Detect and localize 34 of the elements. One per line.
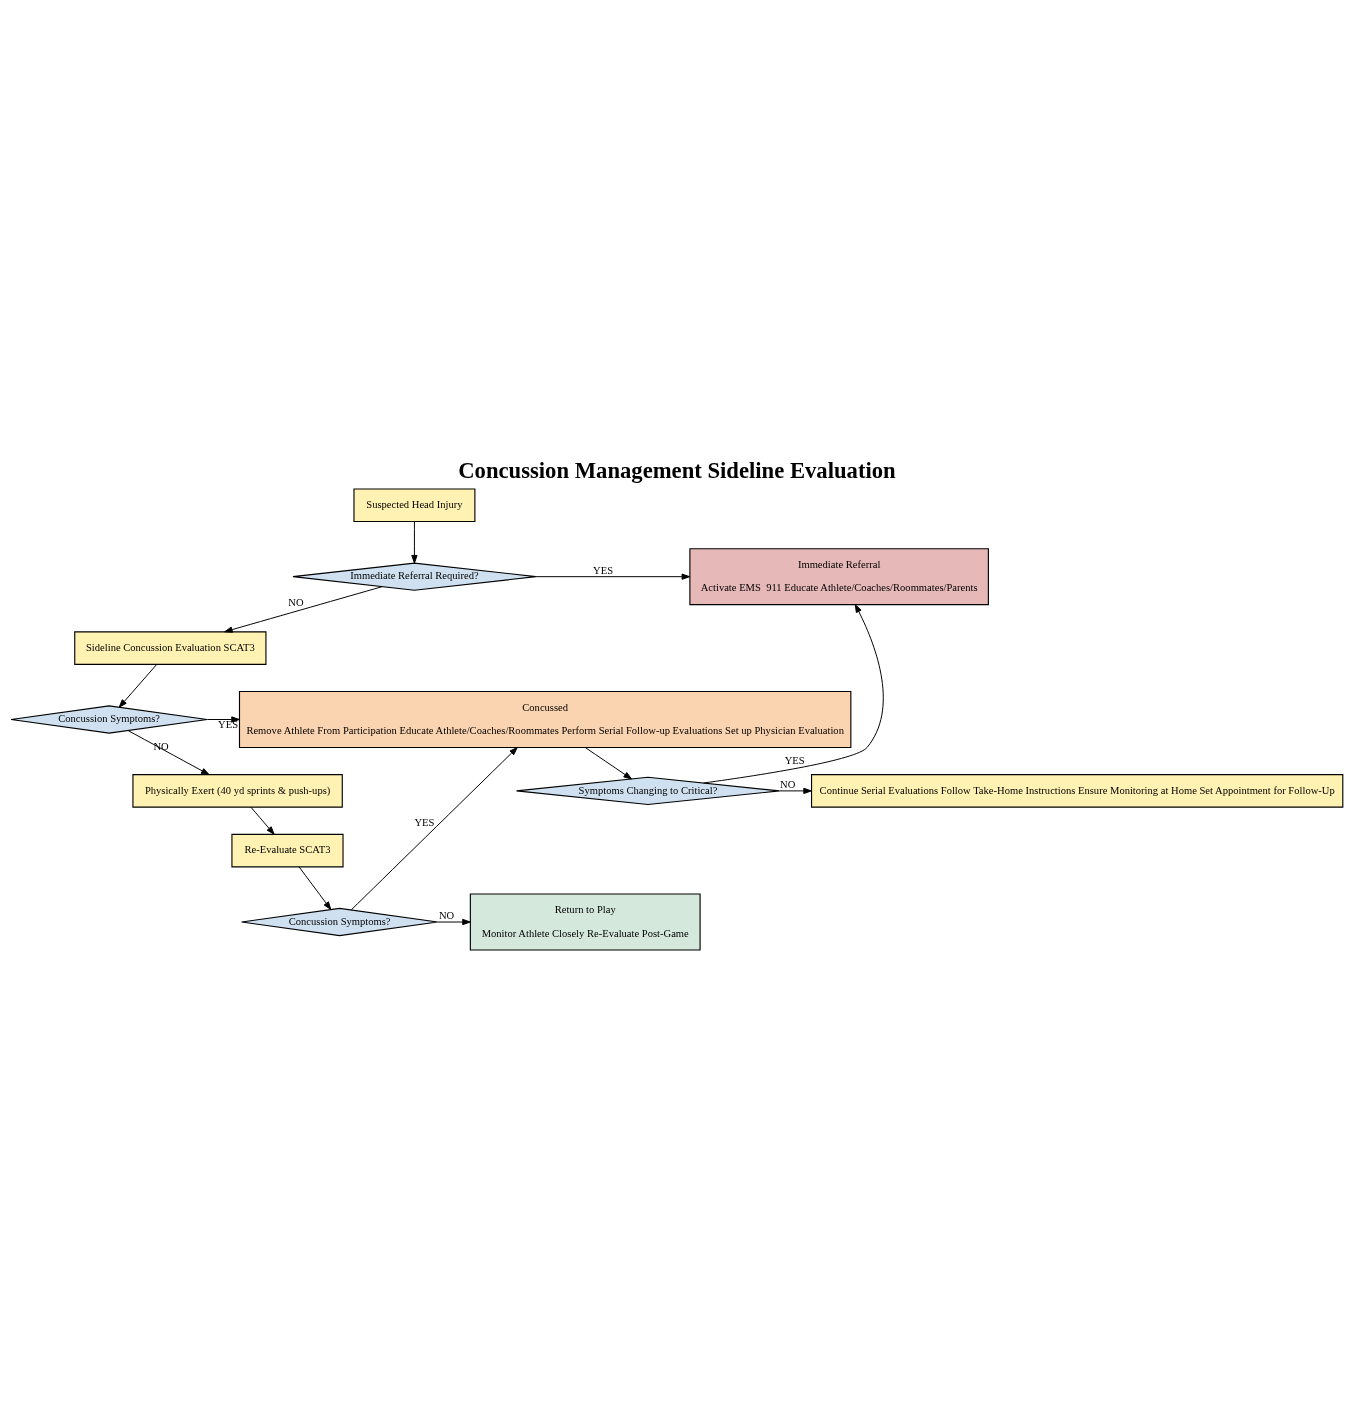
edge-label: NO	[288, 596, 304, 608]
edge-label: NO	[153, 740, 169, 752]
node-box: Suspected Head Injury	[353, 487, 476, 522]
node-box: Return to Play Monitor Athlete Closely Re-Evaluate Post-Game	[469, 893, 701, 951]
node-box: Concussed Remove Athlete From Participation Educate Athlete/Coaches/Roommates Perform Serial Follow-up Evaluations Set up Physician Evaluation	[238, 690, 852, 748]
arrow	[350, 746, 518, 910]
node-diamond: Concussion Symptoms?	[241, 907, 439, 936]
arrow	[298, 865, 332, 910]
arrow	[224, 585, 383, 633]
arrow	[206, 715, 240, 723]
diagram-title: Concussion Management Sideline Evaluation	[458, 457, 896, 483]
node-box: Sideline Concussion Evaluation SCAT3	[74, 630, 267, 665]
arrow	[127, 729, 210, 775]
arrow	[411, 520, 418, 563]
edge-label: YES	[218, 718, 239, 730]
node-box: Physically Exert (40 yd sprints & push-ups)	[132, 773, 343, 808]
edge-label: YES	[593, 564, 614, 576]
arrow	[778, 787, 812, 794]
arrow	[437, 918, 471, 925]
node-box: Continue Serial Evaluations Follow Take-Home Instructions Ensure Monitoring at Home Set Appointment for Follow-Up	[811, 773, 1344, 808]
arrow	[584, 746, 632, 779]
arrow	[118, 663, 158, 708]
edge-label: NO	[438, 909, 455, 921]
node-box: Re-Evaluate SCAT3	[231, 833, 344, 867]
node-diamond: Symptoms Changing to Critical?	[515, 776, 780, 805]
arrow	[250, 806, 275, 835]
arrow	[535, 573, 691, 580]
edge-label: YES	[414, 816, 435, 828]
node-box: Immediate Referral Activate EMS 911 Educate Athlete/Coaches/Roommates/Parents	[689, 547, 989, 605]
edge-label: NO	[780, 778, 796, 790]
node-diamond: Immediate Referral Required?	[292, 562, 537, 591]
arrow	[703, 603, 884, 783]
node-diamond: Concussion Symptoms?	[10, 704, 208, 734]
edge-label: YES	[784, 754, 805, 766]
